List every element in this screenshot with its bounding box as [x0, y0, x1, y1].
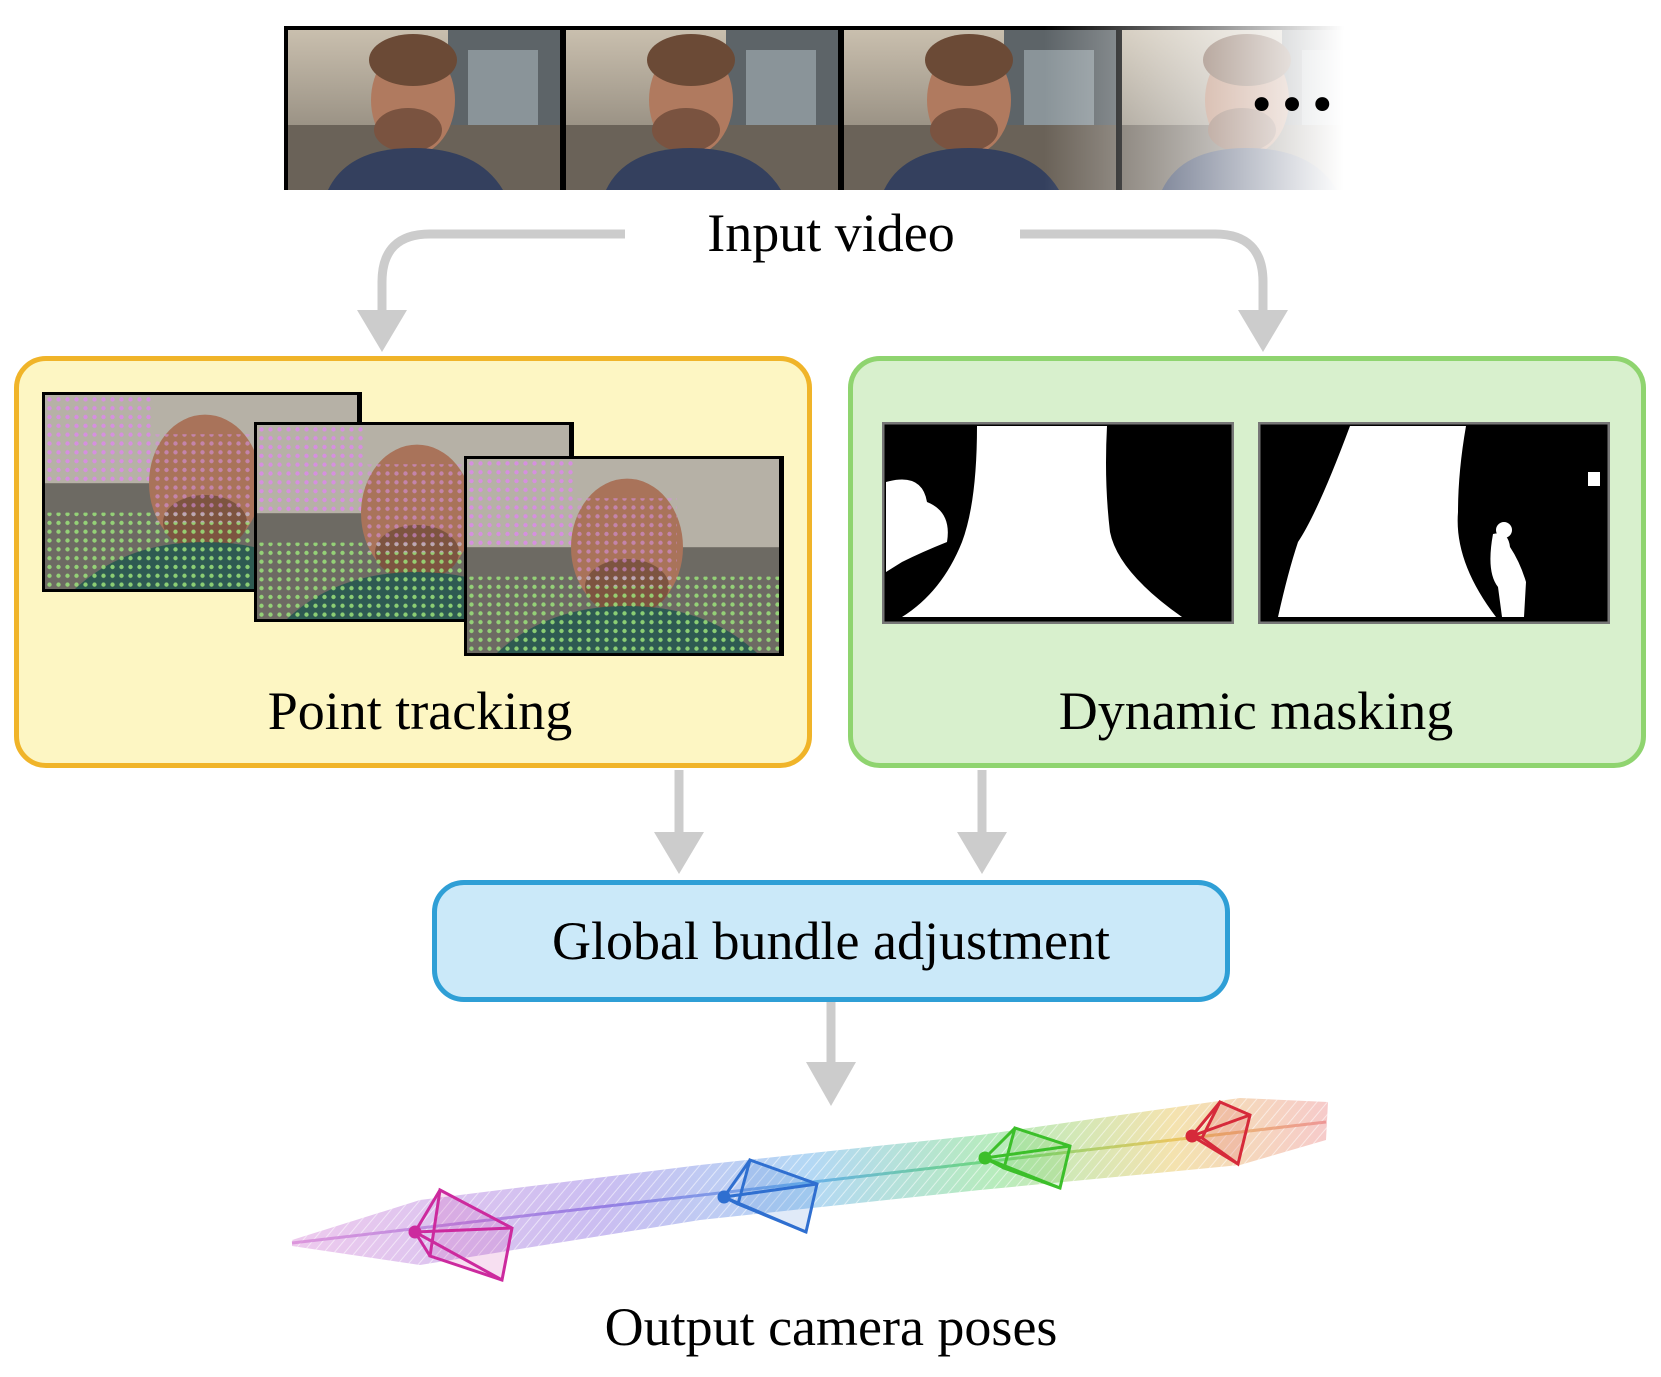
arrow-input-to-masking [1020, 229, 1268, 318]
dynamic-masking-label: Dynamic masking [1058, 681, 1454, 741]
point-tracking-label: Point tracking [267, 681, 573, 741]
point-tracking-frames [42, 392, 784, 656]
bundle-adjustment-box [432, 880, 1230, 1002]
camera-pose-2 [717, 1158, 819, 1235]
tracking-frame-3 [464, 456, 784, 656]
mask-frame-1 [882, 422, 1234, 624]
camera-pose-4 [1185, 1100, 1252, 1167]
camera-pose-3 [978, 1126, 1072, 1190]
camera-pose-1 [408, 1187, 514, 1282]
input-video-strip [284, 24, 1344, 192]
output-camera-poses-label: Output camera poses [604, 1297, 1058, 1357]
ellipsis: ••• [1247, 78, 1339, 134]
bundle-adjustment-label: Global bundle adjustment [552, 911, 1110, 971]
input-video-label: Input video [707, 203, 955, 263]
camera-trajectory [291, 1098, 1328, 1282]
mask-frame-2 [1258, 422, 1610, 624]
arrow-input-to-tracking [377, 229, 625, 318]
